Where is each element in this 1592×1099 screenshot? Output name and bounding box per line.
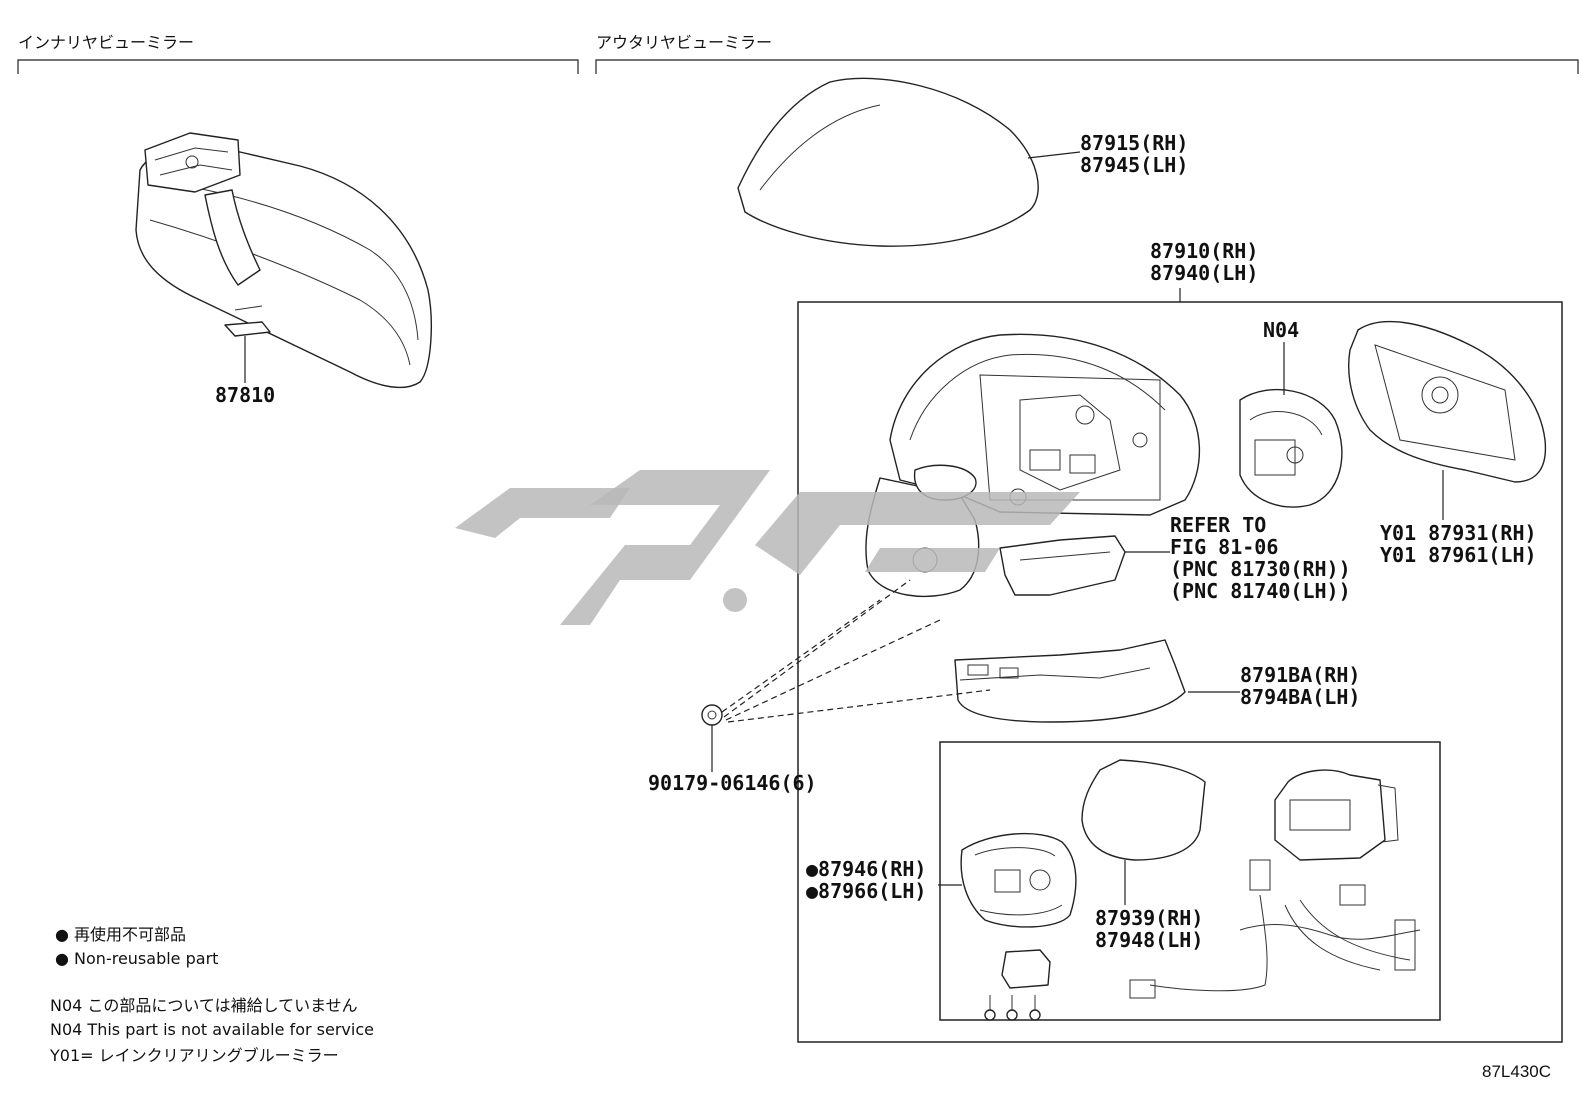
lower-cover-drawing (954, 639, 1186, 723)
header-inner-mirror: インナリヤビューミラー (18, 33, 194, 52)
label-refer-4: (PNC 81740(LH)) (1170, 579, 1351, 603)
label-87946-rh: ●87946(RH) (806, 857, 926, 881)
figure-code: 87L430C (1482, 1062, 1551, 1081)
label-87910-rh: 87910(RH) (1150, 239, 1258, 263)
label-87810: 87810 (215, 383, 275, 407)
glass-holder-drawing (960, 832, 1077, 928)
n04-actuator-drawing (1239, 388, 1343, 508)
turn-signal-drawing (999, 535, 1126, 596)
note-n04-jp: N04 この部品については補給していません (50, 996, 358, 1015)
label-90179: 90179-06146(6) (648, 771, 817, 795)
clip-screws-drawing (984, 949, 1051, 1021)
label-87948-lh: 87948(LH) (1095, 928, 1203, 952)
label-87945-lh: 87945(LH) (1080, 153, 1188, 177)
note-nonreusable-jp: ● 再使用不可部品 (55, 925, 186, 944)
label-y01-87931-rh: Y01 87931(RH) (1380, 521, 1537, 545)
label-refer-2: FIG 81-06 (1170, 535, 1278, 559)
label-87915-rh: 87915(RH) (1080, 131, 1188, 155)
label-87966-lh: ●87966(LH) (806, 879, 926, 903)
leader-87915 (1027, 151, 1081, 159)
mirror-holder-drawing (1348, 320, 1547, 483)
label-8791ba-rh: 8791BA(RH) (1240, 663, 1360, 687)
turn-signal-line (1019, 551, 1111, 561)
screw-90179-drawing (701, 704, 723, 726)
outer-mirror-bracket (595, 59, 1579, 74)
label-refer-3: (PNC 81730(RH)) (1170, 557, 1351, 581)
note-n04-en: N04 This part is not available for servi… (50, 1020, 374, 1039)
note-y01-jp: Y01= レインクリアリングブルーミラー (49, 1046, 339, 1065)
motor-harness-drawing (1129, 769, 1421, 999)
label-8794ba-lh: 8794BA(LH) (1240, 685, 1360, 709)
persian-logo-watermark (455, 470, 1080, 625)
note-nonreusable-en: ● Non-reusable part (55, 949, 218, 968)
mirror-assy-box (797, 301, 1563, 1043)
header-outer-mirror: アウタリヤビューミラー (596, 33, 772, 52)
label-87940-lh: 87940(LH) (1150, 261, 1258, 285)
inner-mirror-drawing (135, 132, 432, 389)
sub-assy-box (939, 741, 1441, 1021)
mirror-glass-drawing (1081, 759, 1206, 861)
screw-dashed-lines (721, 579, 991, 723)
mirror-cover-drawing (737, 77, 1039, 247)
label-y01-87961-lh: Y01 87961(LH) (1380, 543, 1537, 567)
inner-mirror-bracket (17, 59, 579, 74)
label-refer-1: REFER TO (1170, 513, 1266, 537)
screw-90179-hole (707, 710, 717, 720)
label-87939-rh: 87939(RH) (1095, 906, 1203, 930)
label-n04: N04 (1263, 318, 1299, 342)
